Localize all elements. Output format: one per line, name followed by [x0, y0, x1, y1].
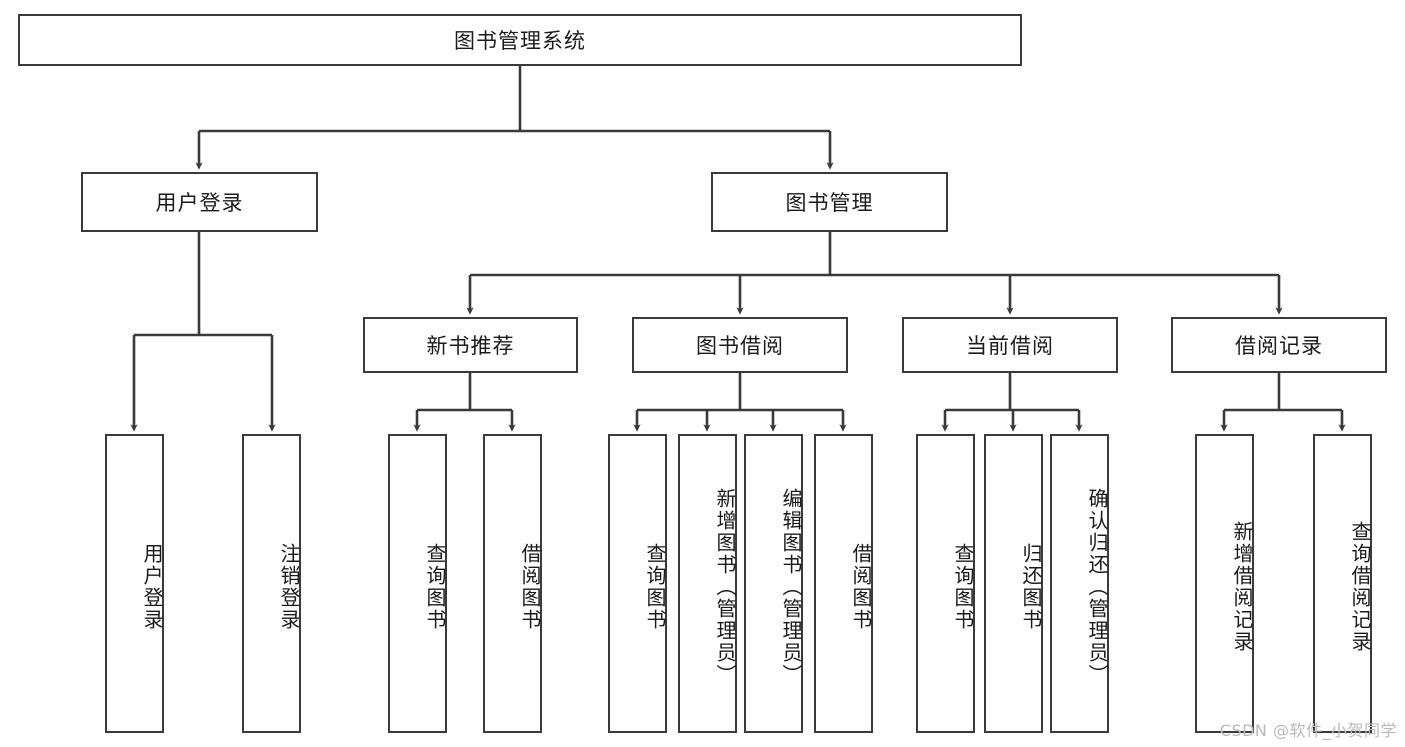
- leaf-new-book-borrow-book[interactable]: 借阅图书: [483, 434, 542, 733]
- node-book-management[interactable]: 图书管理: [711, 172, 948, 232]
- node-label: 当前借阅: [966, 334, 1054, 358]
- node-borrow-record[interactable]: 借阅记录: [1171, 317, 1387, 373]
- leaf-current-borrow-return-book[interactable]: 归还图书: [984, 434, 1043, 733]
- node-new-book-recommend[interactable]: 新书推荐: [363, 317, 578, 373]
- leaf-current-borrow-query-book[interactable]: 查询图书: [916, 434, 975, 733]
- leaf-borrow-record-query-record[interactable]: 查询借阅记录: [1313, 434, 1372, 733]
- node-label: 借阅记录: [1235, 334, 1323, 358]
- leaf-book-borrow-borrow-book[interactable]: 借阅图书: [814, 434, 873, 733]
- node-label: 确认归还（管理员）: [1085, 487, 1109, 686]
- node-label: 图书管理: [785, 191, 874, 215]
- node-label: 借阅图书: [518, 542, 542, 631]
- leaf-current-borrow-confirm-return-admin[interactable]: 确认归还（管理员）: [1050, 434, 1109, 733]
- leaf-borrow-record-add-record[interactable]: 新增借阅记录: [1195, 434, 1254, 733]
- node-label: 图书借阅: [696, 334, 784, 358]
- node-label: 归还图书: [1019, 542, 1043, 631]
- node-label: 图书管理系统: [454, 29, 586, 53]
- node-label: 查询借阅记录: [1348, 520, 1372, 653]
- node-label: 查询图书: [423, 542, 447, 631]
- node-label: 编辑图书（管理员）: [779, 487, 803, 686]
- leaf-book-borrow-query-book[interactable]: 查询图书: [608, 434, 667, 733]
- node-book-borrow[interactable]: 图书借阅: [632, 317, 848, 373]
- node-label: 注销登录: [277, 542, 301, 631]
- node-root-book-management-system[interactable]: 图书管理系统: [18, 14, 1022, 66]
- leaf-user-login-logout[interactable]: 注销登录: [242, 434, 301, 733]
- watermark: CSDN @软件_小贺同学: [1219, 721, 1397, 740]
- leaf-book-borrow-add-book-admin[interactable]: 新增图书（管理员）: [678, 434, 737, 733]
- leaf-new-book-query-book[interactable]: 查询图书: [388, 434, 447, 733]
- node-label: 用户登录: [155, 191, 244, 215]
- node-label: 借阅图书: [849, 542, 873, 631]
- leaf-book-borrow-edit-book-admin[interactable]: 编辑图书（管理员）: [744, 434, 803, 733]
- node-label: 新增图书（管理员）: [713, 487, 737, 686]
- node-label: 新书推荐: [426, 334, 515, 358]
- node-user-login[interactable]: 用户登录: [81, 172, 318, 232]
- node-current-borrow[interactable]: 当前借阅: [902, 317, 1118, 373]
- node-label: 查询图书: [643, 542, 667, 631]
- leaf-user-login-login[interactable]: 用户登录: [105, 434, 164, 733]
- node-label: 新增借阅记录: [1230, 520, 1254, 653]
- node-label: 查询图书: [951, 542, 975, 631]
- node-label: 用户登录: [140, 542, 164, 631]
